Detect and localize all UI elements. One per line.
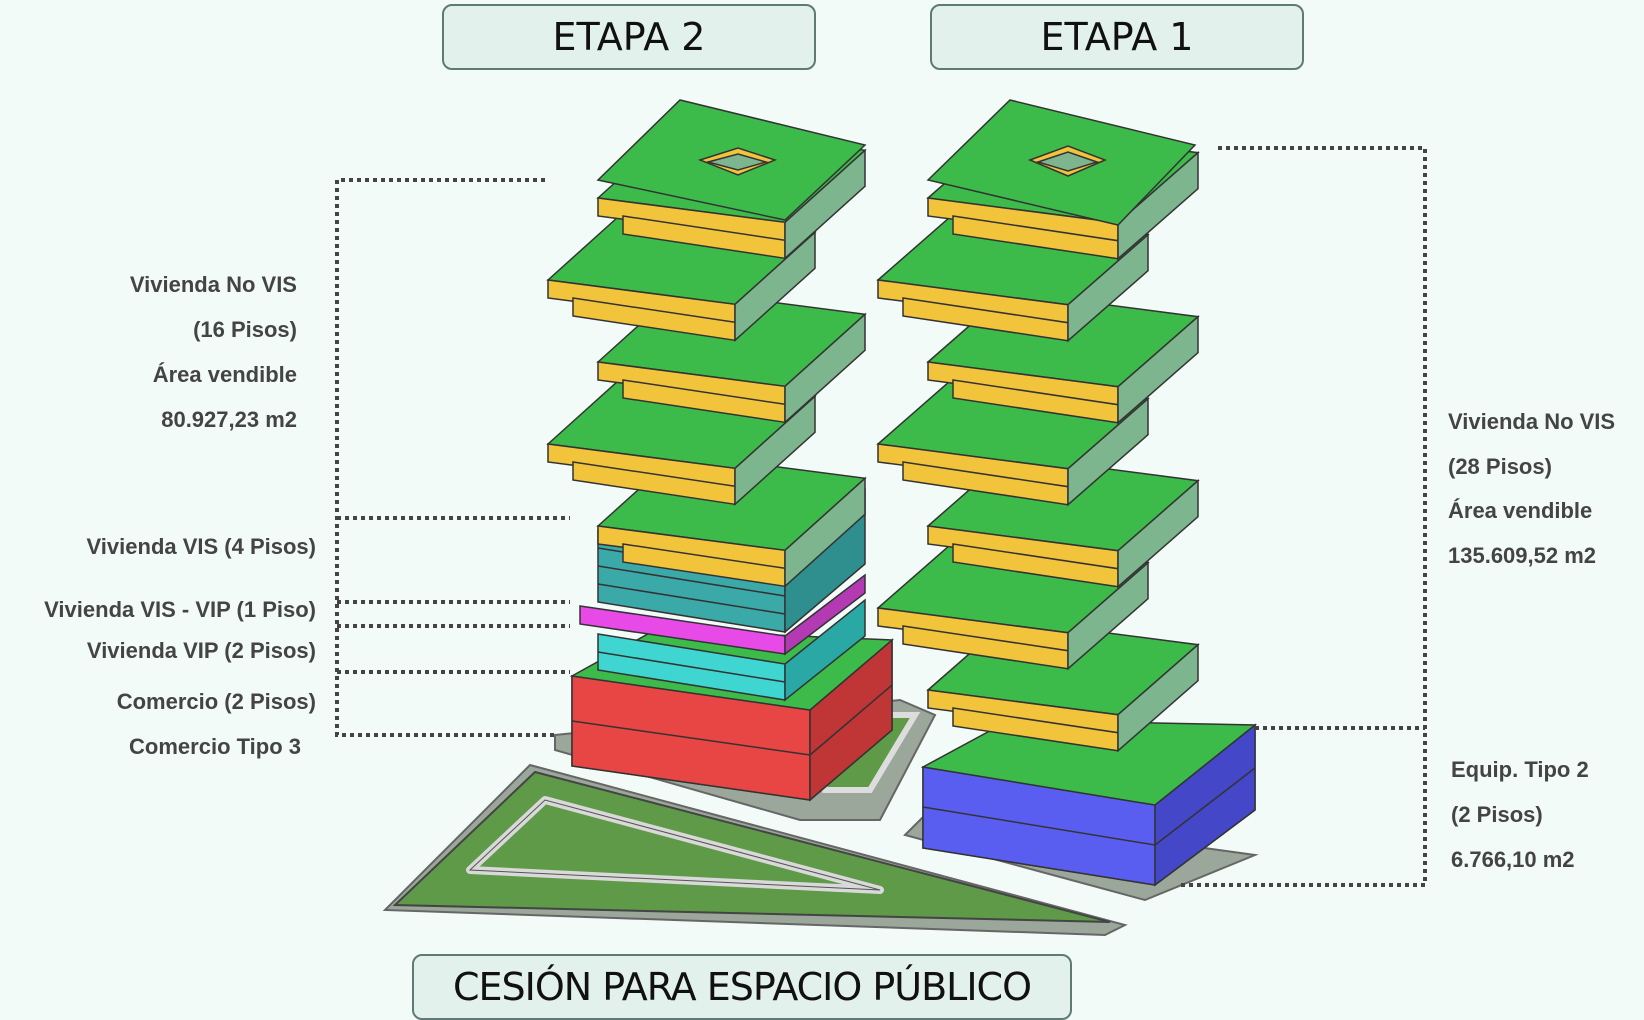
equip-label-1: Equip. Tipo 2 [1451, 757, 1589, 782]
etapa1-novis-label-1: Vivienda No VIS [1448, 409, 1616, 434]
floor-side [1067, 561, 1149, 671]
floor-side [1117, 151, 1199, 261]
equip-label-3: 6.766,10 m2 [1451, 847, 1575, 872]
etapa1-novis-label-4: 135.609,52 m2 [1448, 543, 1597, 568]
vip-label: Vivienda VIP (2 Pisos) [86, 638, 316, 663]
vis-vip-block [579, 573, 866, 656]
etapa1-roof [926, 99, 1197, 226]
floor-side [1117, 643, 1199, 753]
etapa2-roof [596, 99, 867, 221]
comercio-tipo-label: Comercio Tipo 3 [129, 734, 301, 759]
etapa2-novis-label-4: 80.927,23 m2 [161, 407, 297, 432]
public-space-plot [382, 763, 1128, 937]
cesion-title: CESIÓN PARA ESPACIO PÚBLICO [412, 954, 1072, 1020]
vis-vip-label: Vivienda VIS - VIP (1 Piso) [44, 597, 316, 622]
etapa1-novis-label-2: (28 Pisos) [1448, 454, 1552, 479]
floor-side [784, 312, 866, 424]
etapa2-tower [546, 99, 894, 802]
etapa2-novis-label-2: (16 Pisos) [193, 317, 297, 342]
etapa1-title: ETAPA 1 [930, 4, 1304, 70]
etapa2-novis-label-3: Área vendible [152, 362, 297, 387]
floor-side [784, 148, 866, 260]
floor-side [1067, 233, 1149, 343]
etapa1-tower [876, 99, 1258, 887]
comercio-label: Comercio (2 Pisos) [116, 689, 316, 714]
leader-lines [335, 146, 1427, 887]
vis-label: Vivienda VIS (4 Pisos) [86, 534, 316, 559]
floor-side [1117, 315, 1199, 425]
etapa1-novis-floors [876, 127, 1200, 753]
floor-side [784, 476, 866, 588]
etapa2-title: ETAPA 2 [442, 4, 816, 70]
floor-side [1117, 479, 1199, 589]
etapa2-novis-label-1: Vivienda No VIS [129, 272, 297, 297]
floor-side [1067, 397, 1149, 507]
vip-block [597, 598, 866, 702]
equip-block [920, 719, 1258, 887]
equip-label-2: (2 Pisos) [1451, 802, 1543, 827]
etapa1-novis-label-3: Área vendible [1448, 498, 1593, 523]
